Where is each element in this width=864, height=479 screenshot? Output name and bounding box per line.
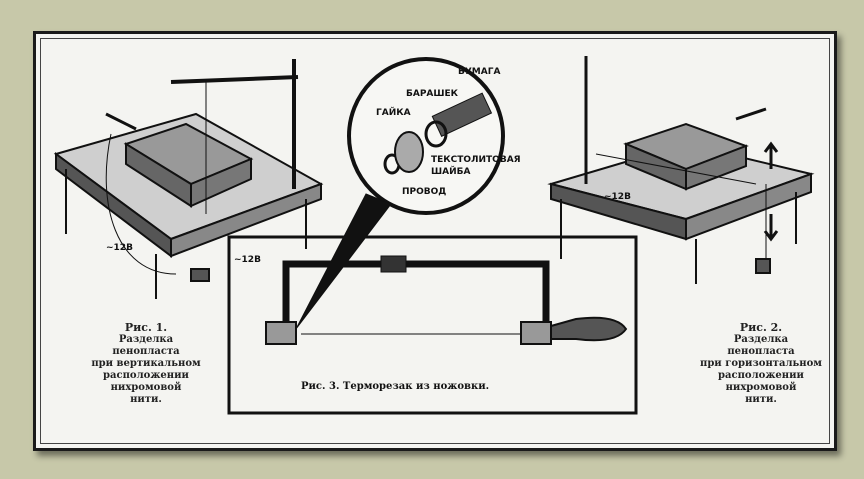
fig1-title: Рис. 1. — [124, 321, 168, 334]
fig1-line: нити. — [130, 394, 162, 405]
fig2-voltage: ~12В — [604, 192, 631, 202]
fig1-line: пенопласта — [112, 346, 180, 357]
label-wingnut: БАРАШЕК — [406, 89, 459, 99]
label-washer-2: ШАЙБА — [431, 165, 470, 177]
fig2-line: пенопласта — [727, 346, 795, 357]
inner-border — [40, 38, 830, 444]
diagram-drawing: БУМАГА БАРАШЕК ГАЙКА ТЕКСТОЛИТОВАЯ ШАЙБА… — [53, 56, 815, 415]
label-nut: ГАЙКА — [376, 106, 411, 118]
label-wire: ПРОВОД — [402, 187, 446, 197]
fig3-caption: Рис. 3. Терморезак из ножовки. — [301, 381, 489, 392]
label-paper: БУМАГА — [458, 67, 500, 77]
fig3-box — [227, 235, 638, 415]
fig2-line: при горизонтальном — [700, 358, 822, 369]
fig2-line: расположении — [718, 370, 804, 381]
fig1-voltage: ~12В — [106, 243, 133, 253]
fig1-caption: Рис. 1. Разделка пенопласта при вертикал… — [76, 322, 216, 406]
fig3-voltage: ~12В — [234, 255, 261, 265]
fig1-line: нихромовой — [110, 382, 182, 393]
fig3-detail-magnifier — [295, 57, 505, 330]
fig2-line: Разделка — [733, 334, 789, 345]
label-washer: ТЕКСТОЛИТОВАЯ — [431, 155, 521, 165]
fig2-title: Рис. 2. — [739, 321, 783, 334]
illustration-sheet: БУМАГА БАРАШЕК ГАЙКА ТЕКСТОЛИТОВАЯ ШАЙБА… — [33, 31, 837, 451]
fig2-line: нихромовой — [725, 382, 797, 393]
fig2-table — [547, 56, 815, 284]
fig2-line: нити. — [745, 394, 777, 405]
fig1-table — [53, 59, 324, 299]
fig1-line: при вертикальном — [91, 358, 201, 369]
fig2-caption: Рис. 2. Разделка пенопласта при горизонт… — [686, 322, 836, 406]
fig1-line: Разделка — [118, 334, 174, 345]
fig1-line: расположении — [103, 370, 189, 381]
